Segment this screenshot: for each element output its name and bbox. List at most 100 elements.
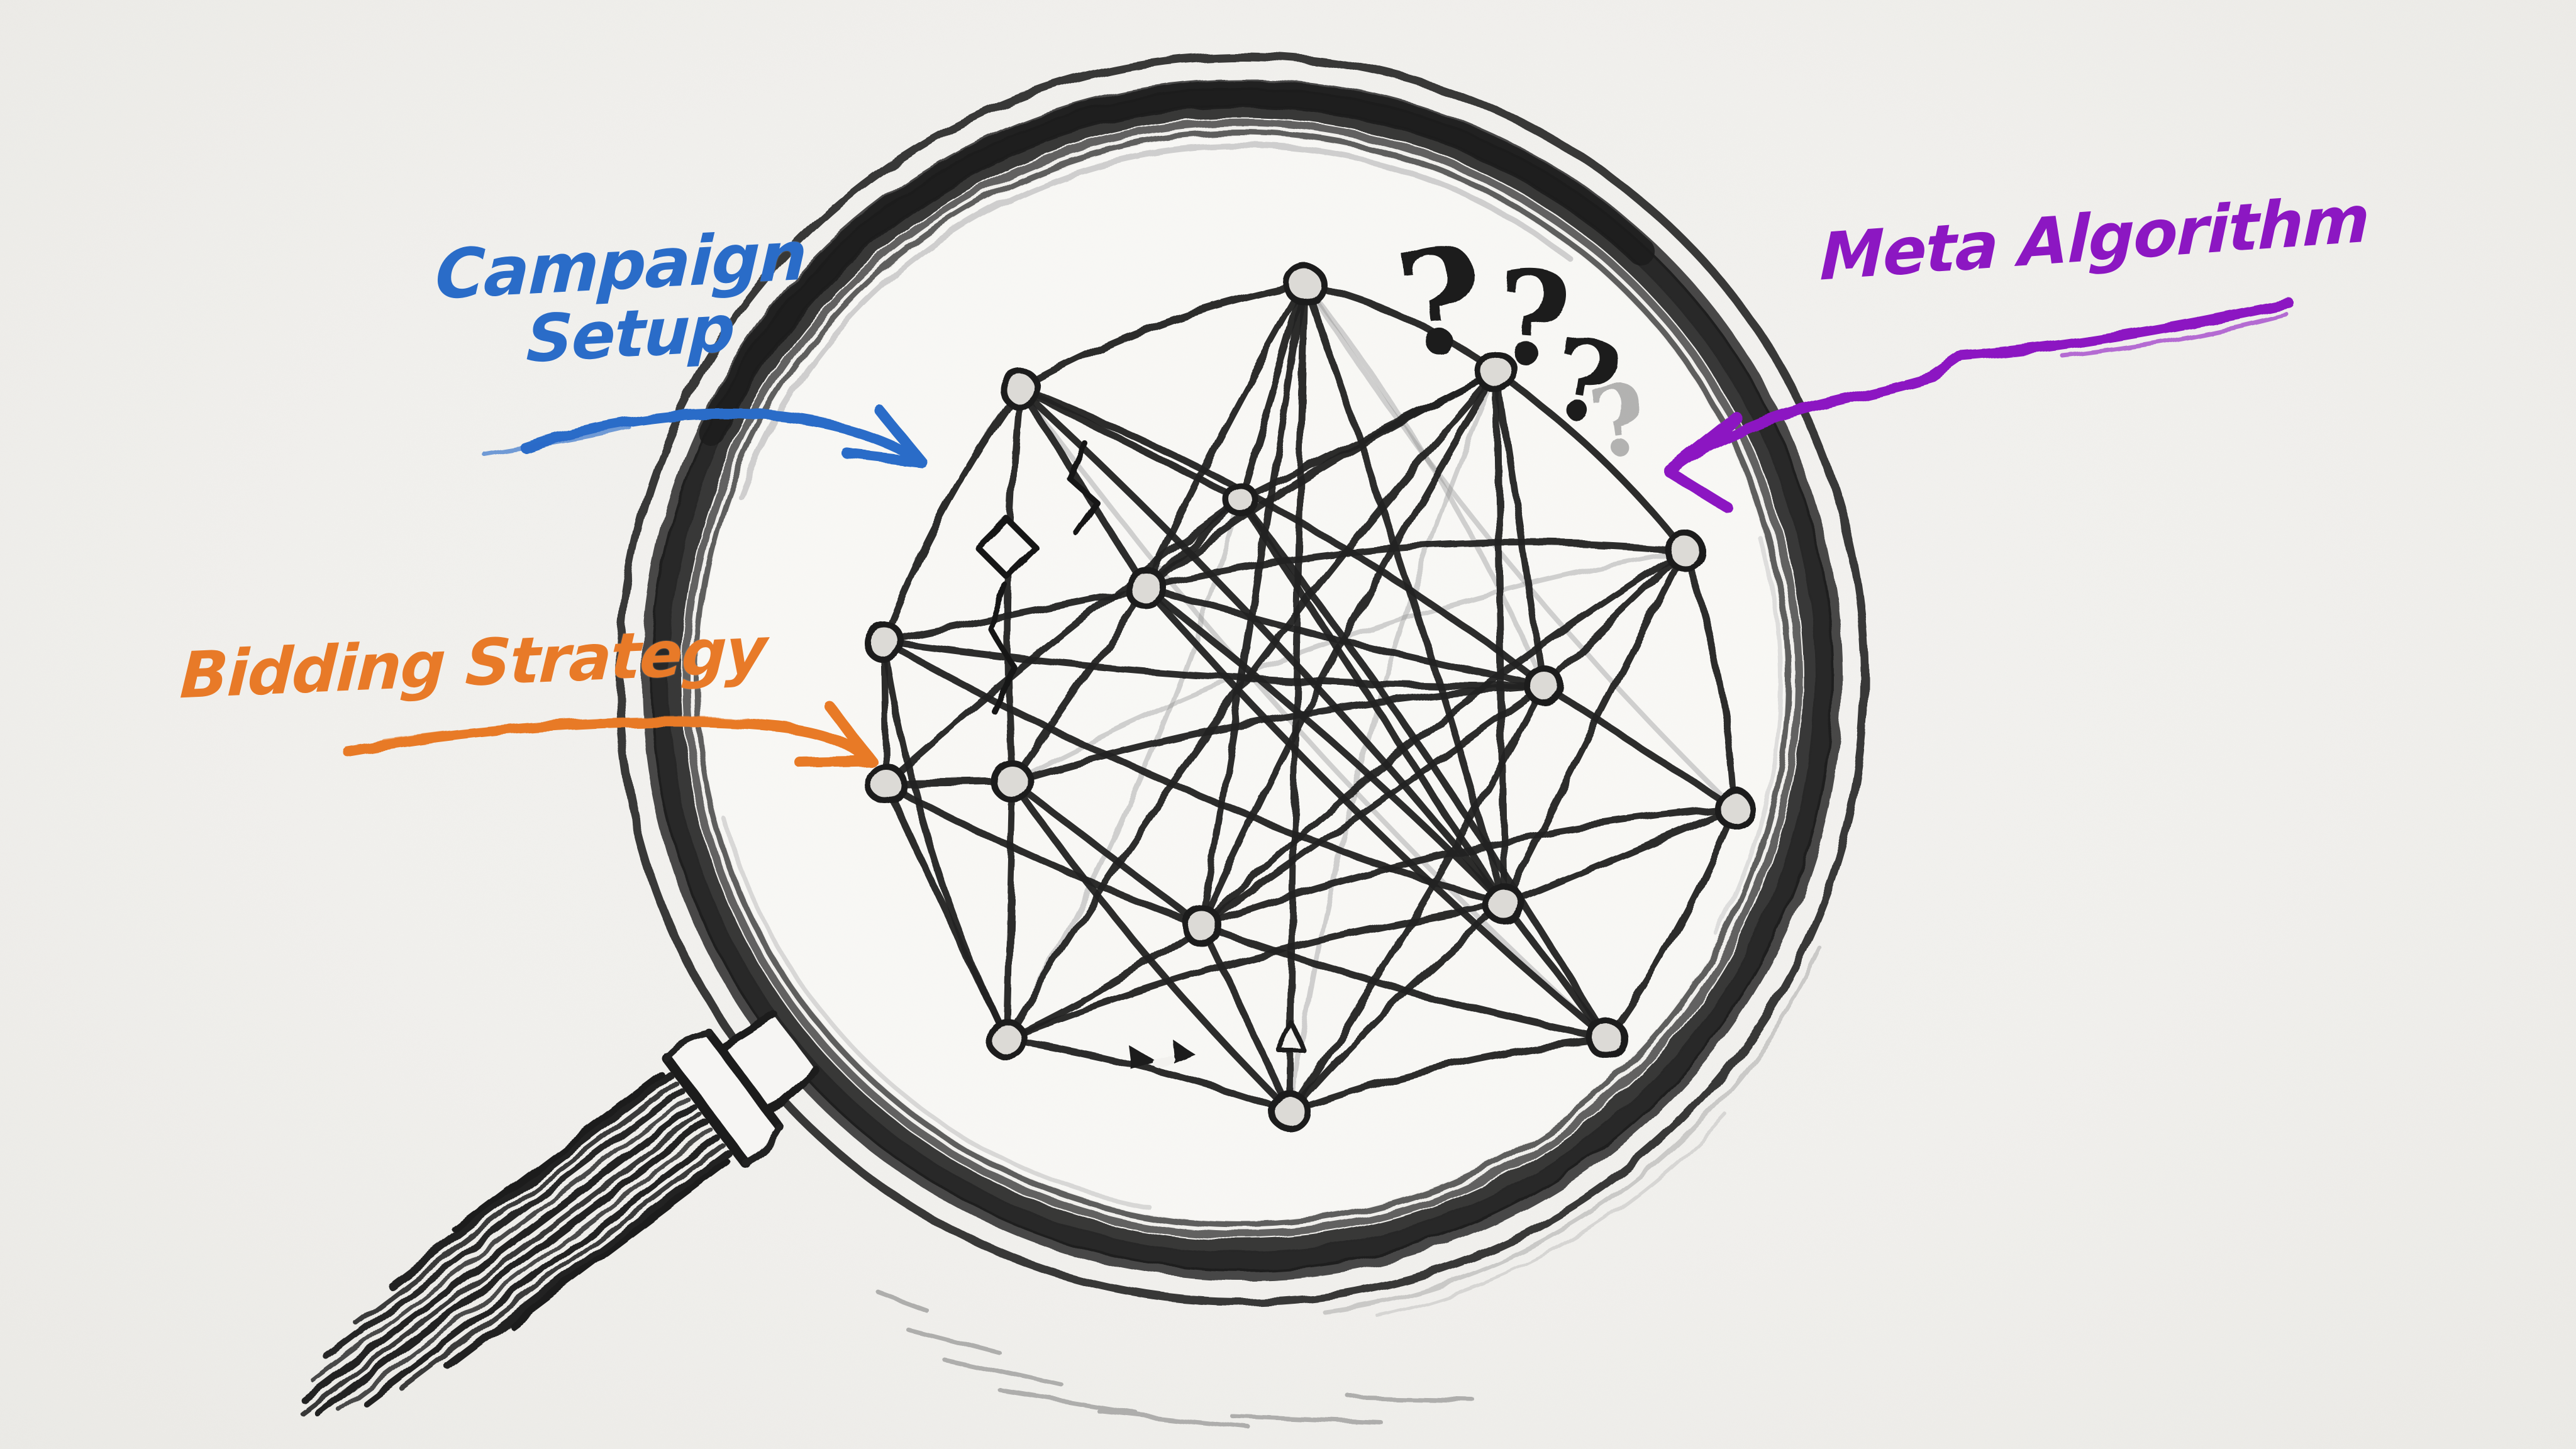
magnifier-handle	[300, 1011, 820, 1418]
network-edge	[1142, 584, 1548, 689]
network-edge	[1142, 584, 1508, 908]
meta-arrow-tail	[2060, 312, 2289, 358]
grip-stripe	[314, 1118, 709, 1418]
network-edge	[1198, 547, 1688, 930]
network-edge	[1287, 901, 1508, 1116]
handle-collar-cap	[741, 1124, 784, 1167]
edge-notch-mark	[1277, 1021, 1307, 1054]
meta-arrow-shaft	[1665, 298, 2294, 475]
network-node	[1181, 905, 1223, 947]
network-edge	[1142, 584, 1611, 1043]
network-edge	[1680, 547, 1738, 812]
network-edge	[882, 780, 1206, 930]
network-node	[1223, 482, 1258, 518]
grip-stripe	[362, 1135, 721, 1407]
network-edge	[1142, 280, 1309, 592]
network-edge	[1501, 804, 1738, 908]
handle-neck-edge	[714, 1011, 779, 1054]
hatch-line	[999, 1389, 1140, 1416]
handle-collar-band	[660, 1052, 750, 1168]
network-node	[991, 760, 1034, 803]
handle-collar-fill	[664, 1033, 781, 1164]
diamond-mark	[974, 515, 1038, 579]
lens-shadow-hatching	[877, 1291, 1475, 1430]
network-edge	[1198, 369, 1501, 930]
network-node	[1284, 263, 1326, 306]
network-node	[1475, 351, 1518, 394]
network-node	[999, 368, 1041, 409]
edge-tear-gap	[1154, 1055, 1174, 1069]
grip-stripe	[337, 1128, 714, 1413]
sketch-marks	[974, 440, 1307, 1070]
lens-rim-stroke	[667, 104, 1817, 1254]
hatch-line	[904, 1326, 1001, 1355]
grip-stripe	[300, 1112, 702, 1416]
grip-stripe	[324, 1087, 685, 1361]
network-edge	[1198, 804, 1738, 930]
network-node	[985, 1018, 1027, 1060]
network-edge	[880, 584, 1150, 645]
question-mark-2: ?	[1490, 241, 1576, 397]
network-node	[1270, 1091, 1311, 1133]
network-edge	[1016, 385, 1508, 908]
network-node	[1124, 567, 1167, 609]
zigzag-mark	[1066, 440, 1101, 536]
network-edge	[1501, 547, 1688, 908]
hatch-line	[942, 1357, 1065, 1389]
network-node	[865, 763, 906, 804]
network-edge	[1002, 1035, 1294, 1116]
network-node	[1663, 530, 1705, 571]
network-node	[1524, 665, 1564, 706]
network-edge	[1016, 280, 1309, 392]
lens-rim-heavy-arc	[643, 80, 1841, 1278]
network-edge	[1002, 778, 1016, 1043]
network-edge	[1604, 804, 1738, 1043]
lens-rim-stroke	[682, 119, 1802, 1239]
grip-stripe	[443, 1150, 733, 1370]
network-edge	[1493, 369, 1508, 908]
edge-tear-mark	[1171, 1038, 1195, 1063]
handle-collar-band	[704, 1028, 786, 1133]
handle-grip-stripes	[300, 1071, 733, 1418]
lens-inner-sketch-arc	[706, 143, 1779, 1216]
grip-stripe	[354, 1080, 679, 1326]
bidding-arrowhead-icon	[794, 700, 877, 768]
grip-edge	[508, 1158, 731, 1328]
zigzag-mark	[987, 582, 1017, 714]
network-edge	[1540, 547, 1688, 689]
handle-neck-edge	[762, 1066, 820, 1119]
campaign-arrowhead-icon	[842, 403, 928, 468]
network-node	[1714, 787, 1755, 829]
network-edge	[882, 496, 1245, 787]
network-edge	[1009, 778, 1206, 930]
network-edge	[1198, 682, 1548, 930]
network-edge	[1287, 682, 1548, 1116]
network-edge	[1493, 369, 1548, 689]
network-edge	[1009, 682, 1548, 786]
bidding-arrow-tail	[381, 716, 751, 743]
network-layer	[863, 263, 1755, 1133]
network-node	[1484, 884, 1525, 925]
network-edge	[1287, 280, 1309, 1116]
campaign-arrow-shaft	[520, 408, 924, 466]
network-edge	[882, 780, 1010, 1043]
grip-stripe	[311, 1096, 690, 1383]
network-edge	[1501, 901, 1611, 1043]
network-edge	[1493, 369, 1688, 554]
network-edge	[1142, 540, 1688, 592]
network-ghost-edge	[1288, 370, 1499, 1114]
network-node	[863, 621, 904, 662]
lens-outer-sketch-arc	[602, 39, 1882, 1319]
network-edge	[1287, 1035, 1611, 1116]
question-mark-1: ?	[1389, 213, 1491, 391]
grip-stripe	[399, 1143, 726, 1391]
network-edge	[1002, 369, 1501, 1043]
handle-collar-cap	[662, 1029, 713, 1061]
campaign-arrow-tail	[482, 425, 631, 457]
network-edge	[880, 638, 1508, 908]
network-edge	[1002, 901, 1508, 1043]
network-edge	[1237, 280, 1309, 504]
hatch-line	[1230, 1414, 1384, 1425]
lens-inner-sketch-arc	[701, 138, 1783, 1220]
